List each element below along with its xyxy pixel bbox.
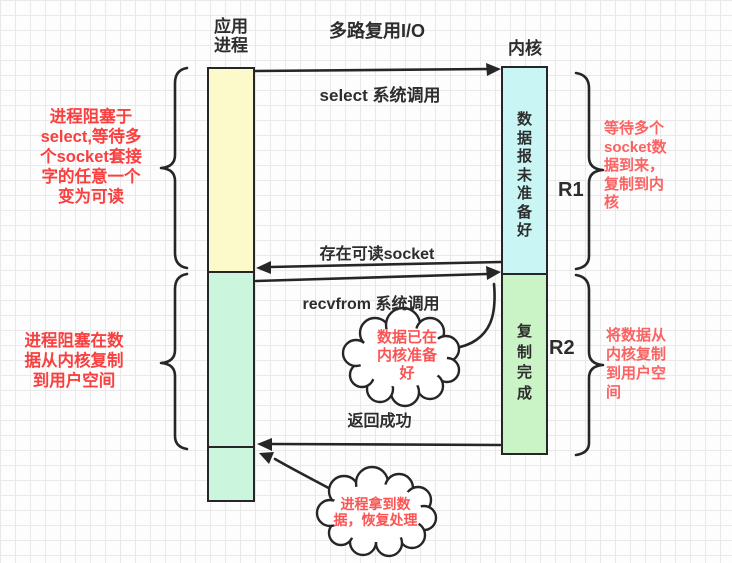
phase2-left-brace [159, 272, 189, 451]
annotation-copy-to-userspace: 将数据从 内核复制 到用户空 间 [606, 326, 686, 402]
annotation-line: 变为可读 [58, 188, 124, 206]
select-arrow-line [253, 67, 490, 73]
annotation-line: 内核复制 [606, 346, 667, 363]
cloud-text-line: 内核准备 [376, 347, 437, 364]
app-bar-blocked-select [207, 67, 255, 274]
annotation-line: 进程阻塞于 [49, 108, 133, 126]
kernel-header: 内核 [508, 39, 542, 58]
resume-cloud-text: 进程拿到数 据，恢复处理 [318, 496, 433, 528]
kernel-bar-waiting: 数据报未准备好 [501, 66, 548, 276]
select-arrow-label: select 系统调用 [319, 86, 441, 105]
return-success-arrowhead [257, 438, 272, 451]
cloud-text-line: 据，恢复处理 [333, 511, 418, 528]
annotation-line: 间 [606, 384, 622, 401]
app-bar-blocked-copy [207, 271, 255, 449]
app-process-header-line: 进程 [214, 36, 248, 55]
annotation-line: socket数 [604, 138, 667, 156]
cloud-text-line: 数据已在 [376, 329, 437, 346]
annotation-blocked-on-copy: 进程阻塞在数 据从内核复制 到用户空间 [8, 331, 140, 391]
resume-cloud-arrowhead [259, 452, 274, 464]
annotation-line: 进程阻塞在数 [24, 332, 124, 350]
kernel-waiting-label: 数据报未准备好 [516, 111, 532, 239]
annotation-line: 字的任意一个 [41, 168, 141, 186]
return-success-arrow-label: 返回成功 [347, 413, 412, 430]
diagram-title: 多路复用I/O [328, 21, 425, 41]
phase1-left-brace [159, 66, 189, 270]
data-ready-cloud-connector [458, 282, 496, 349]
annotation-line: 到用户空 [606, 365, 667, 382]
r1-right-brace [574, 71, 605, 271]
app-process-header-line: 应用 [214, 17, 248, 36]
annotation-line: 复制到内 [604, 175, 665, 193]
cloud-text-line: 进程拿到数 [340, 496, 411, 512]
recvfrom-arrow-label: recvfrom 系统调用 [302, 296, 440, 313]
readable-socket-arrowhead [256, 261, 271, 274]
app-process-header: 应用 进程 [211, 17, 251, 55]
recvfrom-arrow-line [254, 272, 489, 283]
annotation-line: 据从内核复制 [24, 352, 124, 370]
readable-socket-arrow-label: 存在可读socket [319, 246, 435, 263]
select-arrowhead [486, 63, 501, 76]
annotation-line: 将数据从 [606, 327, 667, 344]
annotation-wait-socket-data: 等待多个 socket数 据到来， 复制到内 核 [604, 120, 684, 213]
phase-r1-label: R1 [558, 179, 584, 201]
recvfrom-arrowhead [486, 266, 501, 280]
annotation-line: 个socket套接 [40, 148, 142, 166]
return-success-arrow-line [269, 442, 502, 447]
annotation-line: 据到来， [604, 157, 665, 175]
cloud-text-line: 好 [399, 365, 415, 382]
data-ready-cloud-text: 数据已在 内核准备 好 [353, 329, 461, 383]
app-bar-resumed [207, 446, 255, 502]
annotation-line: 等待多个 [604, 120, 665, 137]
annotation-line: 到用户空间 [32, 372, 116, 390]
annotation-blocked-on-select: 进程阻塞于 select,等待多 个socket套接 字的任意一个 变为可读 [18, 107, 164, 207]
resume-cloud-connector [273, 457, 338, 494]
annotation-line: select,等待多 [40, 128, 142, 146]
r2-right-brace [574, 273, 605, 457]
kernel-bar-copy-done: 复制完成 [501, 273, 548, 455]
phase-r2-label: R2 [549, 337, 575, 359]
annotation-line: 核 [604, 194, 620, 212]
kernel-copy-done-label: 复制完成 [516, 323, 532, 402]
